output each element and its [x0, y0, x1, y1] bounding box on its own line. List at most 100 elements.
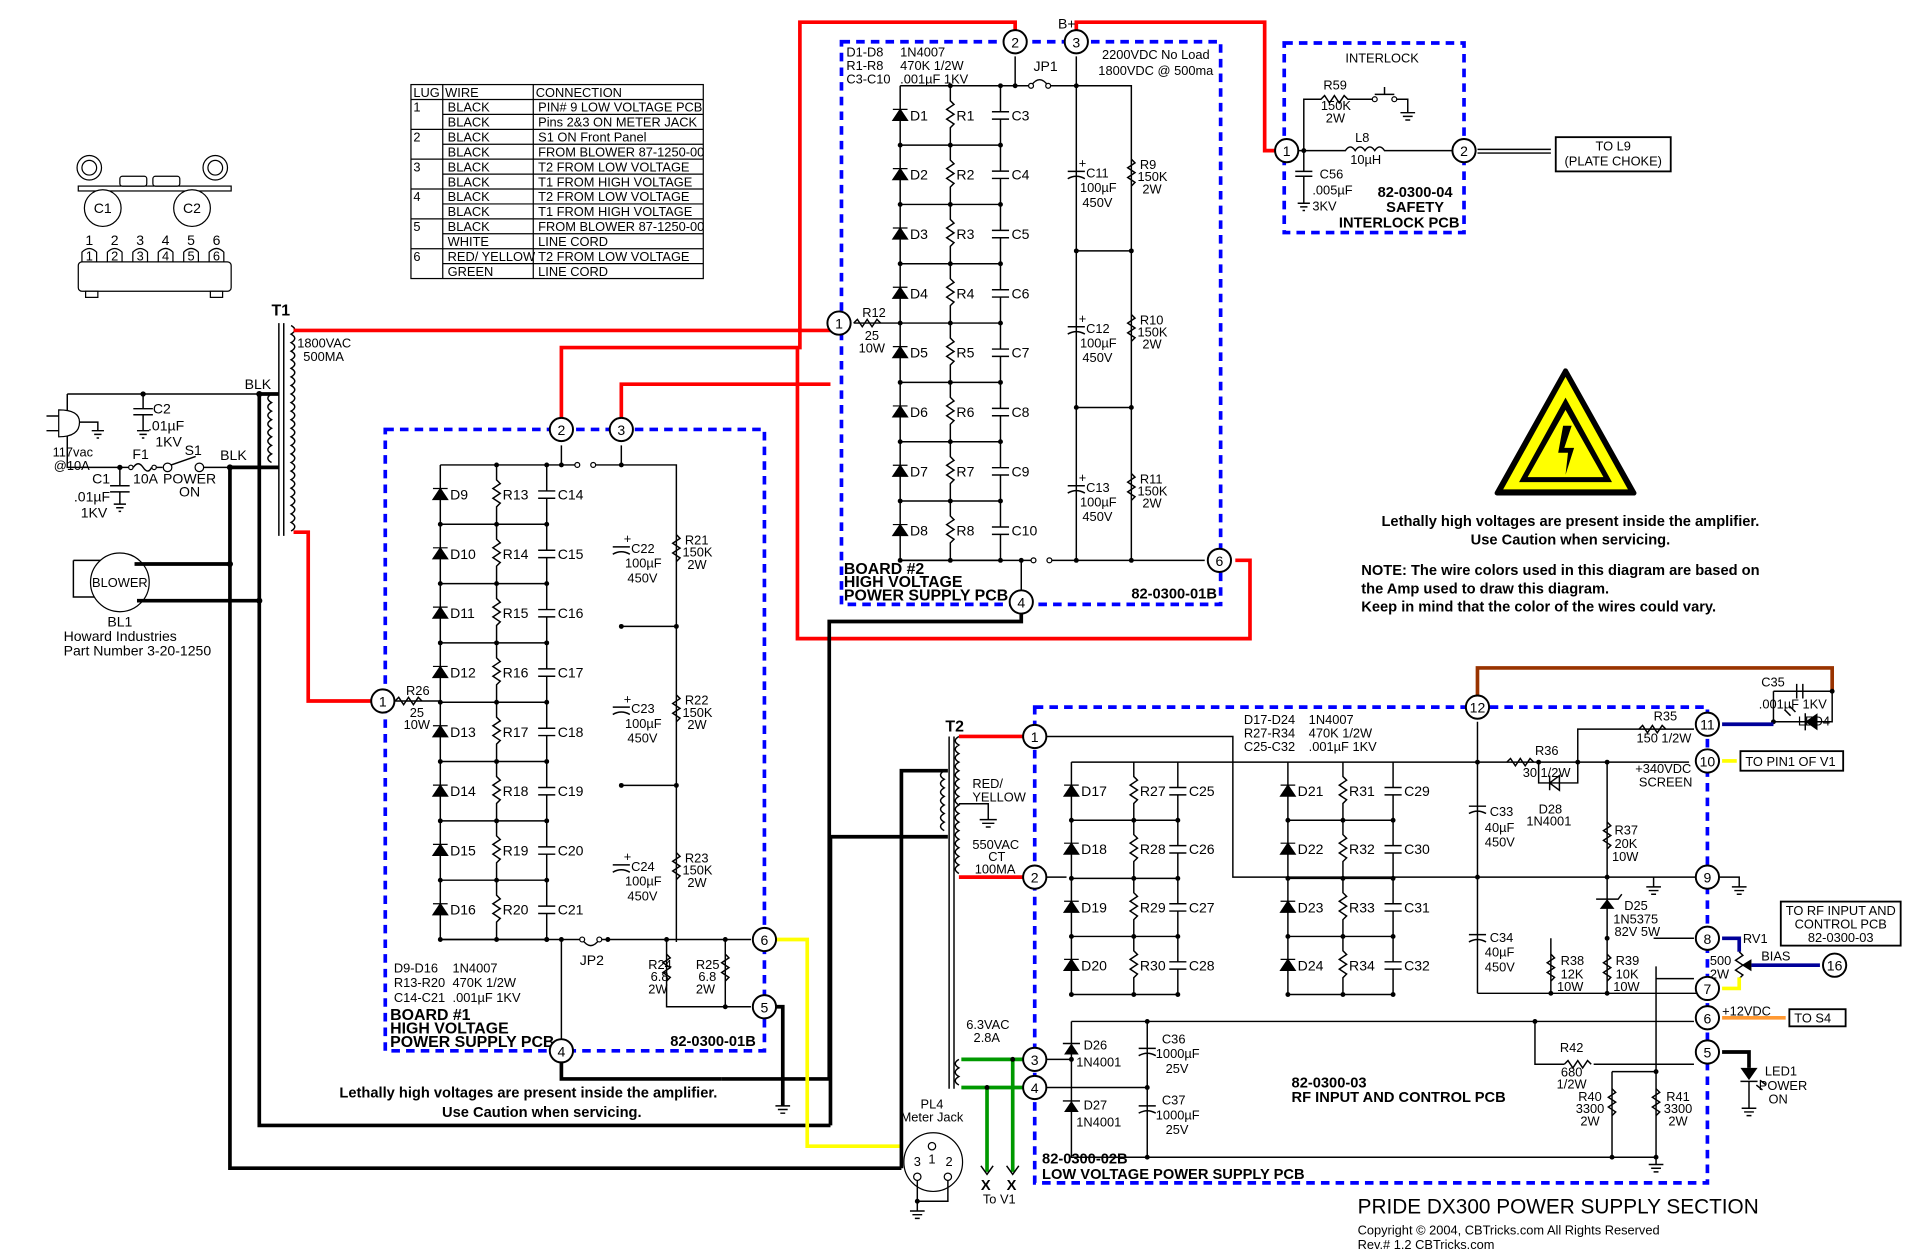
- to-rf-line3: 82-0300-03: [1808, 930, 1874, 945]
- high-voltage-warning-icon: [1494, 368, 1637, 496]
- lug-icon: [81, 247, 98, 262]
- transformer-t2: T2 RED/ YELLOW 550VAC CT 100MA 6.3VAC 2.…: [828, 719, 1027, 1207]
- diode-icon: [431, 665, 449, 679]
- junction-dot: [1285, 992, 1291, 997]
- table-cell: RED/ YELLOW: [448, 249, 536, 264]
- c36-label: C36: [1162, 1031, 1186, 1046]
- junction-dot: [544, 877, 550, 883]
- table-cell: 6: [413, 249, 420, 264]
- resistor-label: R5: [956, 345, 974, 361]
- table-cell: FROM BLOWER 87-1250-00: [538, 144, 704, 159]
- filter-cap-rating: 450V: [627, 570, 657, 585]
- capacitor-label: C29: [1404, 783, 1430, 799]
- capacitor-label: C31: [1404, 899, 1430, 915]
- capacitor-label: C21: [558, 902, 584, 918]
- lug-strip-number: 6: [213, 232, 221, 248]
- r59-rating: 2W: [1326, 110, 1346, 125]
- diode-icon: [891, 345, 909, 359]
- lv-legend-caps-type: .001µF 1KV: [1309, 739, 1377, 754]
- diode-icon: [1279, 783, 1297, 797]
- r12-label: R12: [862, 305, 886, 320]
- plus-sign: +: [1079, 311, 1087, 326]
- t2-current: 100MA: [975, 861, 1016, 876]
- diode-label: D12: [450, 664, 476, 680]
- board1-outline: [383, 427, 767, 1053]
- board1-title-2: HIGH VOLTAGE: [390, 1021, 509, 1038]
- lug-label: 6: [213, 249, 220, 264]
- c34-value: 40µF: [1485, 945, 1515, 960]
- t2-wire-color-2: YELLOW: [972, 789, 1026, 804]
- board2-output-load: 1800VDC @ 500ma: [1098, 63, 1214, 78]
- diode-label: D15: [450, 842, 476, 858]
- diode-label: D10: [450, 546, 476, 562]
- lv-board-title: LOW VOLTAGE POWER SUPPLY PCB: [1042, 1167, 1304, 1183]
- table-cell: BLACK: [448, 219, 491, 234]
- warning-line2: Use Caution when servicing.: [1471, 532, 1671, 548]
- table-header: CONNECTION: [536, 85, 622, 100]
- connection-lug: [1022, 723, 1048, 750]
- to-pin1-label: TO PIN1 OF V1: [1745, 754, 1835, 769]
- connection-lug: [1206, 547, 1233, 573]
- interlock-title-2: INTERLOCK PCB: [1339, 216, 1460, 232]
- r42-label: R42: [1560, 1040, 1584, 1055]
- plus-sign: +: [624, 531, 632, 546]
- r38-rating: 10W: [1557, 979, 1584, 994]
- to-v1-label: To V1: [983, 1192, 1016, 1207]
- diode-icon: [431, 487, 449, 501]
- bleeder-label: R9: [1140, 157, 1156, 172]
- t2-wire-color-1: RED/: [972, 776, 1003, 791]
- r26-value: 25: [410, 705, 424, 720]
- lug-number: 10: [1700, 753, 1716, 769]
- bleeder-rating: 2W: [1142, 496, 1162, 511]
- c56-value: .005µF: [1312, 183, 1352, 198]
- lv-legend-res-type: 470K 1/2W: [1309, 726, 1373, 741]
- led1-on: ON: [1769, 1091, 1788, 1106]
- board2-title-1: BOARD #2: [844, 561, 925, 578]
- warning2-line1: Lethally high voltages are present insid…: [339, 1085, 717, 1101]
- table-cell: 4: [413, 189, 420, 204]
- table-cell: T2 FROM LOW VOLTAGE: [538, 189, 689, 204]
- board1-legend-res: R13-R20: [394, 975, 445, 990]
- bleeder-value: 150K: [1137, 484, 1167, 499]
- diode-icon: [431, 902, 449, 916]
- resistor-label: R4: [956, 285, 974, 301]
- r41-value: 3300: [1664, 1101, 1693, 1116]
- meter-jack-pl4: PL4 Meter Jack 1 2 3: [901, 1096, 964, 1220]
- to-l9-label: TO L9: [1596, 139, 1631, 154]
- capacitor-label: C18: [558, 724, 584, 740]
- to-v1-x2: X: [1007, 1178, 1017, 1194]
- board1-legend-diodes-type: 1N4007: [453, 961, 498, 976]
- lug-icon: [157, 247, 174, 262]
- electrolytic-capacitor: [1067, 313, 1137, 342]
- connection-lug: [1694, 925, 1721, 951]
- capacitor-label: C30: [1404, 841, 1430, 857]
- table-cell: WHITE: [448, 234, 489, 249]
- ac-plug-icon: [58, 409, 81, 438]
- transformer-t1: T1 1800VAC 500MA: [267, 303, 351, 536]
- diode-icon: [891, 167, 909, 181]
- low-voltage-pcb: D17-D24 1N4007 R27-R34 470K 1/2W C25-C32…: [1032, 666, 1902, 1185]
- rv1-value: 500: [1710, 953, 1731, 968]
- note-line3: Keep in mind that the color of the wires…: [1361, 600, 1716, 616]
- connection-lug: [1822, 952, 1848, 978]
- connection-lug: [1063, 29, 1089, 55]
- connection-lug: [548, 1038, 574, 1064]
- diode-label: D6: [910, 404, 928, 420]
- board1-part-number: 82-0300-01B: [670, 1034, 756, 1050]
- table-cell: T1 FROM HIGH VOLTAGE: [538, 204, 692, 219]
- to-l9-desc: (PLATE CHOKE): [1565, 153, 1662, 168]
- junction-dot: [1068, 992, 1074, 997]
- junction-dot: [1340, 992, 1346, 997]
- capacitor-label: C4: [1011, 167, 1029, 183]
- capacitor-label: C28: [1189, 957, 1215, 973]
- connection-lug: [1694, 975, 1721, 1002]
- lug-strip-number: 2: [111, 232, 119, 248]
- lug-number: 2: [1460, 143, 1468, 159]
- lug-icon: [132, 247, 149, 262]
- connection-lug: [1451, 138, 1477, 164]
- blower-label: BLOWER: [92, 575, 148, 590]
- diode-label: D2: [910, 167, 928, 183]
- table-cell: BLACK: [448, 174, 491, 189]
- diode-icon: [1062, 958, 1080, 971]
